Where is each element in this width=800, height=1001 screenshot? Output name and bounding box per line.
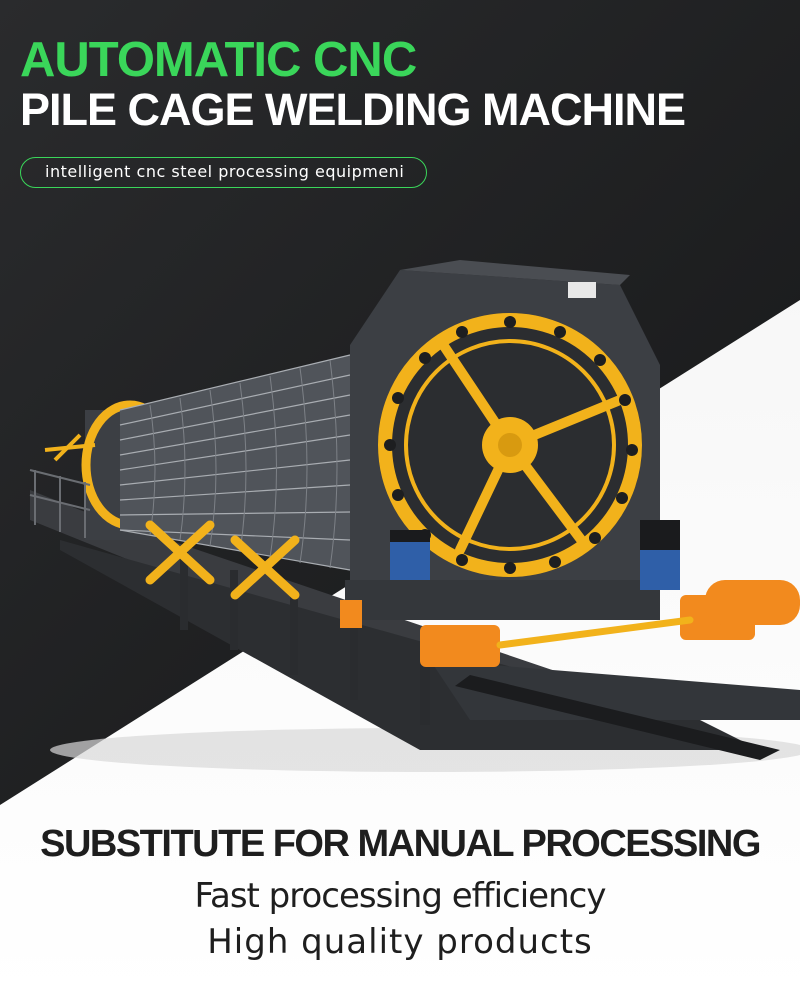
headline-primary: AUTOMATIC CNC — [20, 33, 417, 87]
feature-line-quality: High quality products — [207, 922, 593, 962]
pile-cage-welding-machine-image — [29, 260, 800, 772]
feature-line-efficiency: Fast processing efficiency — [194, 876, 607, 916]
tagline-pill: intelligent cnc steel processing equipme… — [20, 157, 428, 188]
features-title: SUBSTITUTE FOR MANUAL PROCESSING — [40, 823, 761, 865]
headline-secondary: PILE CAGE WELDING MACHINE — [20, 84, 686, 135]
